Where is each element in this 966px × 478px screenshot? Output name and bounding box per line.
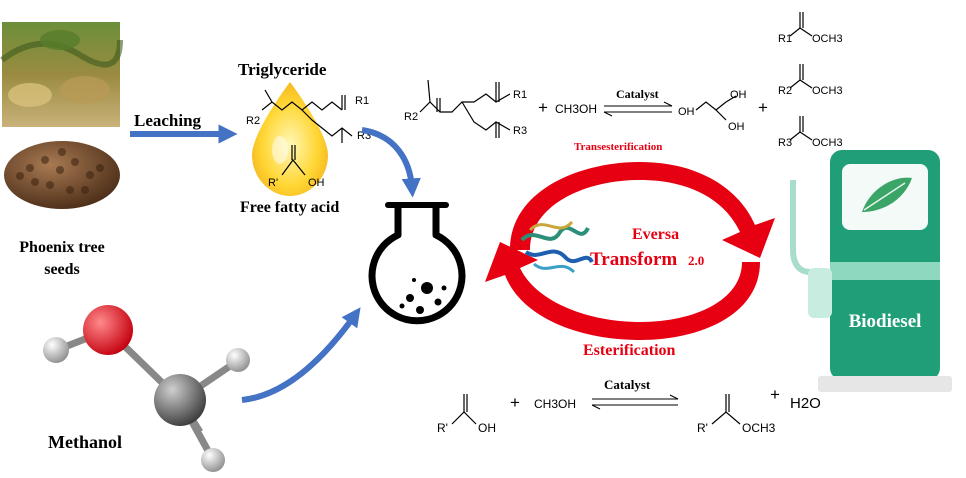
fame-bottom-och3: OCH3 bbox=[742, 421, 776, 435]
flask-icon bbox=[368, 202, 466, 325]
leaching-label: Leaching bbox=[134, 111, 202, 130]
fame-r2: R2 bbox=[778, 85, 792, 97]
glycerol-oh-1: OH bbox=[678, 106, 695, 118]
seeds-label-line1: Phoenix tree bbox=[19, 239, 104, 256]
fame-r1: R1 bbox=[778, 33, 792, 45]
top-catalyst: Catalyst bbox=[616, 87, 659, 101]
transesterification-label: Transesterification bbox=[574, 141, 662, 153]
top-equilibrium-arrows bbox=[603, 101, 673, 117]
bottom-plus-2: + bbox=[770, 385, 780, 404]
fame-bottom-structure bbox=[711, 394, 741, 425]
ffa-r-prime: R' bbox=[437, 421, 448, 435]
enzyme-label-line1: Eversa bbox=[632, 226, 679, 243]
bottom-plus-1: + bbox=[510, 393, 520, 412]
glycerol-oh-2: OH bbox=[730, 89, 747, 101]
fame-r3: R3 bbox=[778, 137, 792, 149]
top-methanol: CH3OH bbox=[555, 102, 597, 116]
biodiesel-label: Biodiesel bbox=[849, 311, 922, 332]
enzyme-structure bbox=[520, 220, 594, 274]
seeds-label-line2: seeds bbox=[44, 261, 80, 278]
esterification-label: Esterification bbox=[583, 342, 676, 359]
inset-oh: OH bbox=[308, 177, 325, 189]
tree-photo bbox=[0, 22, 123, 127]
oil-to-flask-arrow bbox=[361, 127, 421, 198]
tg-r3: R3 bbox=[513, 125, 527, 137]
glycerol-structure bbox=[695, 95, 737, 121]
enzyme-label-line2: Transform bbox=[590, 249, 677, 270]
bottom-catalyst: Catalyst bbox=[604, 377, 651, 392]
water: H2O bbox=[790, 395, 821, 412]
ffa-oh: OH bbox=[478, 421, 496, 435]
inset-r1: R1 bbox=[355, 95, 369, 107]
triglyceride-structure bbox=[419, 79, 511, 138]
oil-drop bbox=[252, 82, 328, 196]
inset-r-prime: R' bbox=[268, 177, 278, 189]
glycerol-oh-3: OH bbox=[728, 121, 745, 133]
leaf-icon bbox=[862, 177, 912, 212]
fuel-pump bbox=[790, 150, 952, 392]
methanol-label: Methanol bbox=[48, 432, 122, 452]
seeds-photo bbox=[2, 137, 120, 210]
methanol-molecule bbox=[43, 305, 250, 472]
inset-r2: R2 bbox=[246, 115, 260, 127]
top-plus-1: + bbox=[538, 98, 548, 117]
triglyceride-inset-structure bbox=[261, 89, 353, 176]
red-cycle-arrows bbox=[485, 162, 775, 340]
tg-r1: R1 bbox=[513, 89, 527, 101]
fame-bottom-r-prime: R' bbox=[697, 421, 708, 435]
bottom-equilibrium-arrows bbox=[591, 394, 679, 410]
fame-och3-3: OCH3 bbox=[812, 137, 843, 149]
fame-och3-2: OCH3 bbox=[812, 85, 843, 97]
tg-r2: R2 bbox=[404, 111, 418, 123]
fame-structures bbox=[789, 12, 813, 141]
triglyceride-label: Triglyceride bbox=[238, 60, 327, 79]
top-plus-2: + bbox=[758, 98, 768, 117]
ffa-structure bbox=[451, 394, 477, 425]
bottom-methanol: CH3OH bbox=[534, 397, 576, 411]
fame-och3-1: OCH3 bbox=[812, 33, 843, 45]
free-fatty-acid-label: Free fatty acid bbox=[240, 199, 339, 216]
enzyme-version: 2.0 bbox=[688, 253, 704, 268]
methanol-to-flask-arrow bbox=[241, 307, 361, 403]
